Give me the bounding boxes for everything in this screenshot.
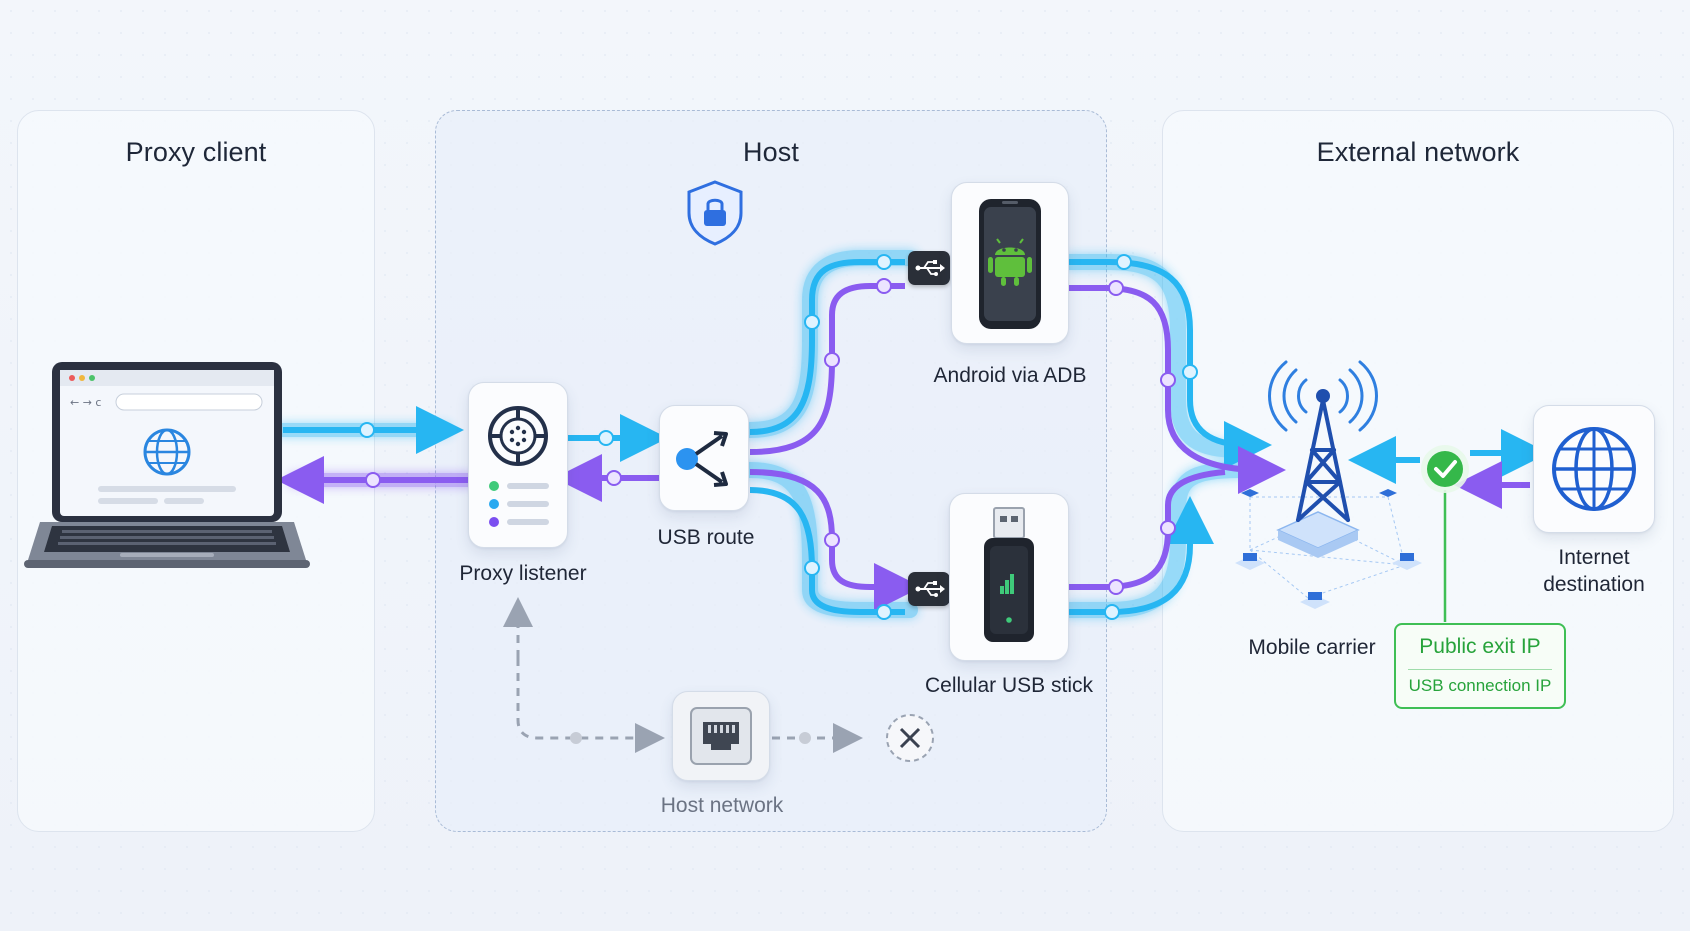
usb-route-label: USB route	[657, 526, 755, 549]
host-network-dashed-path	[516, 658, 665, 753]
usb-stick-icon	[984, 507, 1034, 642]
android-phone-icon	[979, 199, 1041, 329]
internet-destination-card[interactable]	[1533, 405, 1655, 533]
external-network-title: External network	[1316, 137, 1520, 167]
stick-to-carrier-in	[1068, 469, 1226, 590]
usb-stick-label: Cellular USB stick	[924, 674, 1094, 697]
usb-icon	[915, 581, 945, 597]
exit-ip-divider	[1408, 669, 1552, 670]
usb-connection-ip-label: USB connection IP	[1408, 676, 1552, 695]
proxy-client-title: Proxy client	[125, 137, 267, 167]
android-to-carrier-out	[1068, 259, 1272, 469]
route-to-android-out	[749, 259, 905, 435]
proxy-listener-card[interactable]	[468, 382, 568, 548]
android-label: Android via ADB	[933, 364, 1087, 387]
public-exit-ip-title: Public exit IP	[1419, 635, 1541, 658]
proxy-listener-label: Proxy listener	[459, 562, 587, 585]
usb-connector-stick	[908, 572, 950, 606]
ethernet-port-icon	[690, 707, 752, 765]
mobile-carrier-label: Mobile carrier	[1248, 636, 1376, 659]
host-network-label: Host network	[660, 794, 784, 817]
android-card[interactable]	[951, 182, 1069, 344]
host-network-card[interactable]	[672, 691, 770, 781]
route-split-icon	[676, 431, 728, 487]
usb-stick-card[interactable]	[949, 493, 1069, 661]
host-title: Host	[743, 137, 799, 167]
usb-icon	[915, 260, 945, 276]
public-exit-ip-box: Public exit IP USB connection IP	[1394, 623, 1566, 709]
globe-icon	[1552, 427, 1636, 511]
internet-label-line2: destination	[1543, 573, 1645, 596]
proxy-listener-icon	[488, 406, 549, 527]
internet-label-line1: Internet	[1558, 546, 1630, 569]
internet-destination-label: Internet destination	[1514, 544, 1674, 598]
route-to-stick-in	[749, 469, 922, 611]
usb-route-card[interactable]	[659, 405, 749, 511]
usb-connector-android	[908, 251, 950, 285]
